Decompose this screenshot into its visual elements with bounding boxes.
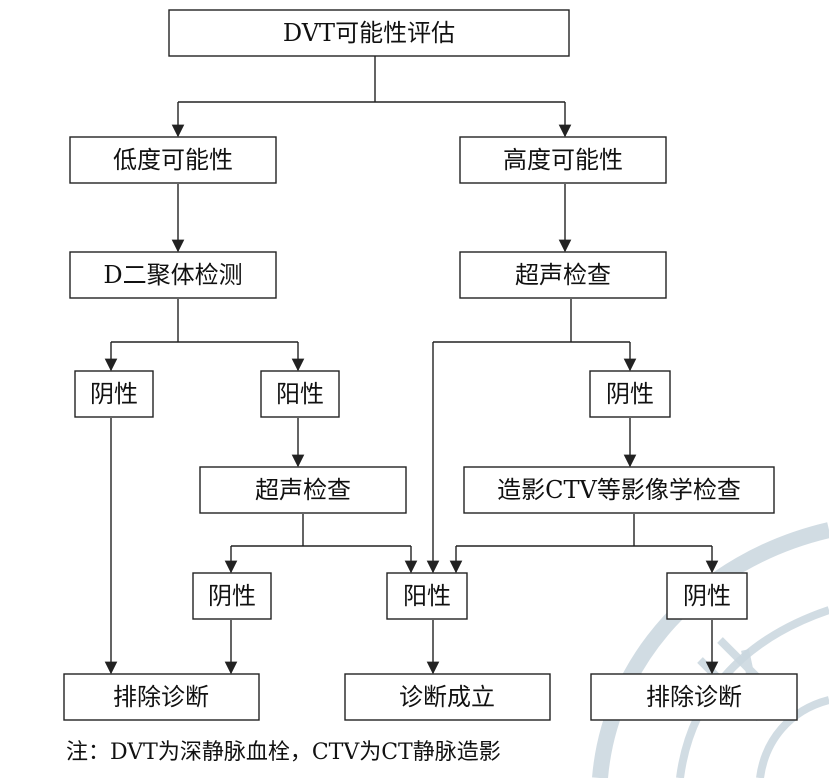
node-exclude-left-label: 排除诊断 — [113, 683, 209, 711]
node-positive-d-dimer: 阳性 — [260, 370, 340, 418]
node-positive-d-dimer-label: 阳性 — [276, 380, 324, 408]
node-negative-ctv-label: 阴性 — [683, 582, 731, 610]
node-high-probability-label: 高度可能性 — [503, 146, 623, 174]
node-d-dimer-test-label: D二聚体检测 — [103, 261, 242, 289]
nodes: DVT可能性评估 低度可能性 高度可能性 D二聚体检测 超声检查 阴性 阳性 — [63, 9, 798, 721]
node-low-probability: 低度可能性 — [69, 136, 277, 184]
node-ultrasound-high-label: 超声检查 — [515, 261, 611, 289]
footnote: 注：DVT为深静脉血栓，CTV为CT静脉造影 — [66, 740, 501, 765]
node-exclude-right: 排除诊断 — [590, 673, 798, 721]
node-exclude-left: 排除诊断 — [63, 673, 260, 721]
edges — [104, 56, 719, 675]
node-ctv-imaging: 造影CTV等影像学检查 — [463, 466, 775, 514]
node-positive-center-label: 阳性 — [403, 582, 451, 610]
edge-ultrasound-low-split — [231, 514, 411, 547]
node-diagnosis-confirmed: 诊断成立 — [344, 673, 551, 721]
node-negative-d-dimer-label: 阴性 — [90, 380, 138, 408]
edge-assessment-split — [178, 56, 565, 103]
node-d-dimer-test: D二聚体检测 — [69, 251, 277, 299]
node-high-probability: 高度可能性 — [459, 136, 667, 184]
node-negative-d-dimer: 阴性 — [74, 370, 154, 418]
node-ultrasound-high: 超声检查 — [459, 251, 667, 299]
node-ultrasound-low-label: 超声检查 — [255, 476, 351, 504]
node-negative-ctv: 阴性 — [666, 572, 748, 620]
watermark-seal — [592, 522, 829, 778]
node-diagnosis-confirmed-label: 诊断成立 — [399, 683, 495, 711]
edge-d-dimer-split — [111, 299, 298, 343]
node-low-probability-label: 低度可能性 — [113, 146, 233, 174]
node-ctv-imaging-label: 造影CTV等影像学检查 — [497, 476, 741, 504]
edge-ctv-split — [456, 514, 712, 547]
node-dvt-assessment: DVT可能性评估 — [168, 9, 570, 57]
edge-ultrasound-high-split — [433, 299, 630, 343]
node-dvt-assessment-label: DVT可能性评估 — [283, 19, 455, 47]
node-positive-center: 阳性 — [386, 572, 468, 620]
node-negative-ultrasound-high-label: 阴性 — [606, 380, 654, 408]
node-exclude-right-label: 排除诊断 — [646, 683, 742, 711]
node-negative-ultrasound-high: 阴性 — [589, 370, 671, 418]
node-negative-ultrasound-low-label: 阴性 — [208, 582, 256, 610]
node-ultrasound-low: 超声检查 — [199, 466, 407, 514]
node-negative-ultrasound-low: 阴性 — [192, 572, 272, 620]
